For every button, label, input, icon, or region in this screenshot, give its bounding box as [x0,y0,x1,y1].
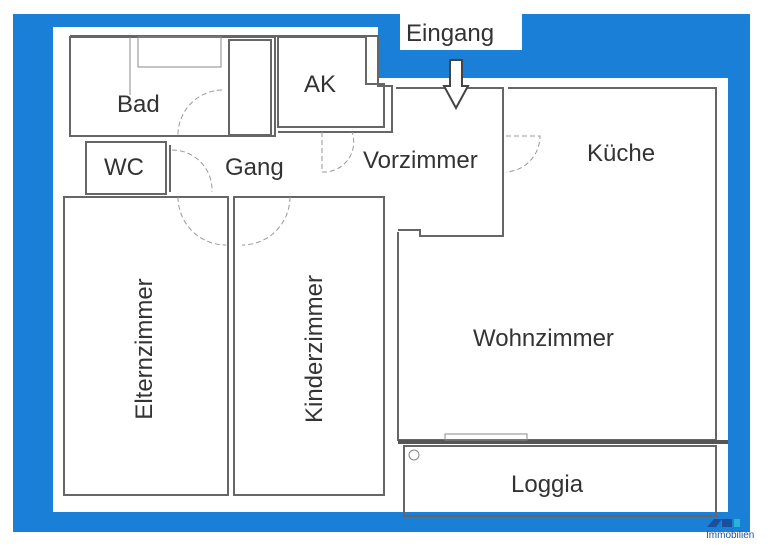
room-label-vorzimmer: Vorzimmer [363,147,478,174]
logo-text: Immobilien [706,530,755,541]
arrow-down-icon [442,59,470,111]
room-bad-walls [69,36,276,137]
room-label-gang: Gang [225,154,284,181]
room-label-kueche: Küche [587,140,656,167]
room-label-wohnzimmer: Wohnzimmer [473,325,614,352]
room-label-loggia: Loggia [511,471,584,498]
room-label-bad: Bad [117,91,160,118]
blue-frame [13,14,750,532]
logo-mark [707,519,740,527]
room-label-elternzimmer: Elternzimmer [131,278,158,420]
room-label-ak: AK [304,71,337,98]
room-label-wc: WC [104,154,144,181]
room-label-kinderzimmer: Kinderzimmer [301,274,328,424]
entrance-label: Eingang [406,20,495,48]
